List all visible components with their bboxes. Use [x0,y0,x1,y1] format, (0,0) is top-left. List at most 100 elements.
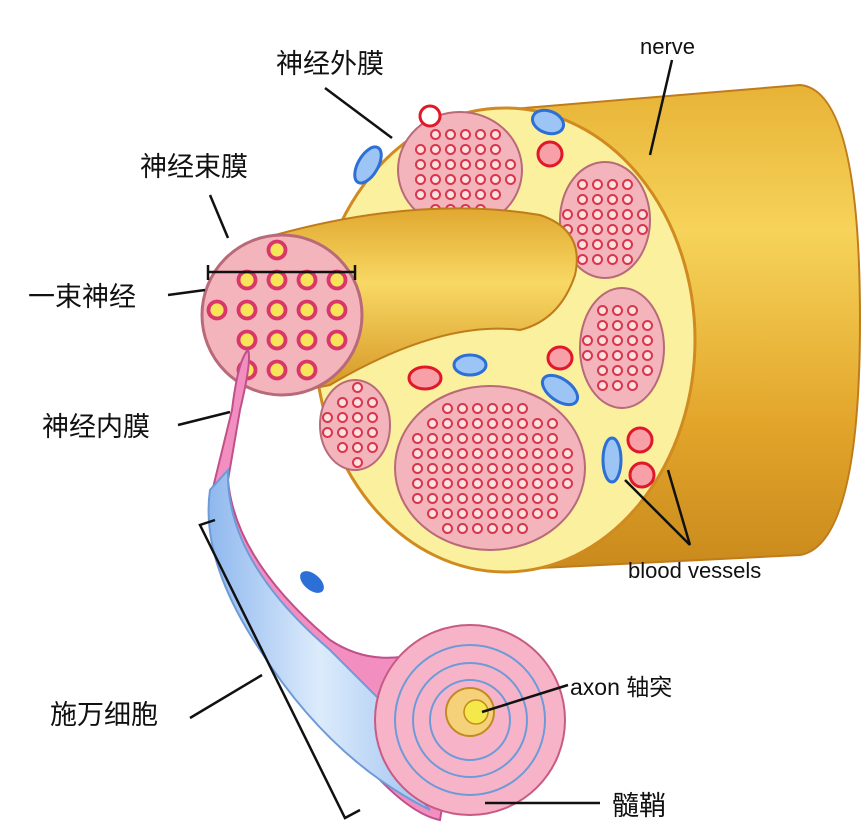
nerve-fiber [444,188,457,201]
nerve-fiber [486,447,499,460]
nerve-fiber [456,507,469,520]
label-axon: axon 轴突 [570,674,673,700]
nerve-fiber [486,432,499,445]
nerve-fiber [531,432,544,445]
nerve-fiber [441,522,454,535]
nerve-fiber [336,411,349,424]
nerve-fiber [444,173,457,186]
nerve-fiber [626,334,639,347]
blood-vessels [353,104,656,489]
label-endoneurium: 神经内膜 [42,412,150,443]
nerve-fiber [504,173,517,186]
nerve-fiber [621,178,634,191]
schwann-cell [207,348,566,822]
nerve-fiber [456,477,469,490]
nerve-fiber [486,492,499,505]
label-myelin-sheath: 髓鞘 [612,791,666,822]
nerve-fiber [429,158,442,171]
nerve-fiber [411,477,424,490]
nerve-fiber [411,492,424,505]
nerve-fiber [516,462,529,475]
nerve-fiber [206,299,228,321]
nerve-fiber [426,492,439,505]
nerve-fiber [471,507,484,520]
nerve-fiber [606,238,619,251]
nerve-fiber [321,426,334,439]
label-fascicle: 一束神经 [28,282,136,313]
nerve-fiber [426,432,439,445]
nerve-fiber [411,447,424,460]
nerve-fiber [426,447,439,460]
nerve-fiber [516,477,529,490]
nerve-fiber [621,193,634,206]
nerve-fiber [641,319,654,332]
nerve-fiber [441,432,454,445]
nerve-fiber [596,334,609,347]
nerve-fiber [621,238,634,251]
nerve-fiber [621,223,634,236]
nerve-fiber [561,477,574,490]
nerve-fiber [626,319,639,332]
nerve-fiber [426,477,439,490]
nerve-fiber [266,269,288,291]
nerve-fiber [596,304,609,317]
nerve-fiber [626,349,639,362]
nerve-fiber [459,158,472,171]
nerve-fiber [321,411,334,424]
nerve-fiber [486,522,499,535]
nerve-fiber [596,364,609,377]
nerve-fiber [459,173,472,186]
nerve-fiber [459,128,472,141]
nerve-fiber [516,447,529,460]
nerve-fiber [444,158,457,171]
nerve-fiber [489,173,502,186]
nerve-fiber [351,396,364,409]
nerve-fiber [596,319,609,332]
nerve-fiber [414,188,427,201]
nerve-fiber [351,441,364,454]
nerve-fiber [426,417,439,430]
nerve-fiber [611,349,624,362]
nerve-fiber [474,143,487,156]
nerve-fiber [531,417,544,430]
nerve-fiber [351,411,364,424]
nerve-fiber [611,319,624,332]
nerve-fiber [501,462,514,475]
nerve-fiber [641,349,654,362]
nerve-fiber [626,304,639,317]
nerve-fiber [546,507,559,520]
nerve-fiber [296,299,318,321]
nerve-fiber [546,447,559,460]
nerve-fiber [636,208,649,221]
nerve-fiber [621,208,634,221]
nerve-fiber [489,143,502,156]
label-epineurium: 神经外膜 [276,49,384,80]
nerve-fiber [489,188,502,201]
nerve-fiber [489,128,502,141]
nerve-fiber [606,178,619,191]
nerve-fiber [486,477,499,490]
nerve-fiber [471,492,484,505]
nerve-fiber [336,396,349,409]
nerve-fiber [471,417,484,430]
nerve-fiber [626,379,639,392]
nerve-fiber [366,411,379,424]
nerve-fiber [606,253,619,266]
axon-core [463,699,489,725]
nerve-fiber [266,299,288,321]
nerve-fiber [441,417,454,430]
nerve-fiber [516,402,529,415]
nerve-fiber [596,379,609,392]
nerve-fiber [441,492,454,505]
nerve-fiber [266,329,288,351]
nerve-fiber [414,173,427,186]
nerve-fiber [591,253,604,266]
nerve-fiber [236,329,258,351]
nerve-fiber [456,417,469,430]
nerve-fiber [576,253,589,266]
nerve-fiber [546,492,559,505]
nerve-fiber [576,223,589,236]
nerve-fiber [591,208,604,221]
nerve-fiber [336,426,349,439]
